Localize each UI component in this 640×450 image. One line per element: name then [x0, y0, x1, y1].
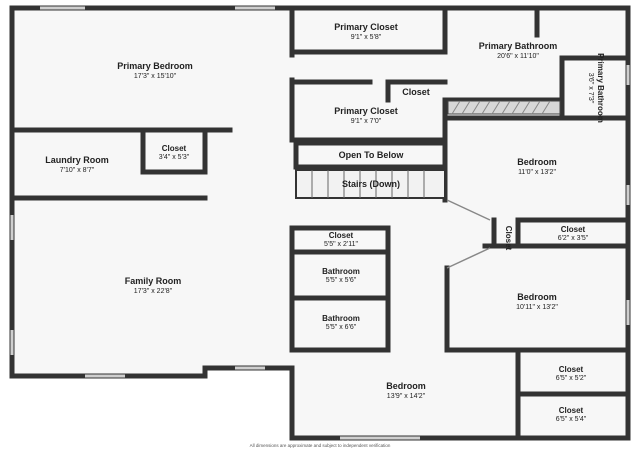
room-dims: 3'6" x 7'3"	[587, 73, 594, 104]
room-name: Bathroom	[322, 267, 360, 276]
room-name: Open To Below	[339, 150, 405, 160]
wall-angled-1	[446, 199, 491, 221]
room-dims: 6'5" x 5'4"	[556, 416, 587, 423]
room-name: Closet	[402, 87, 430, 97]
room-name: Closet	[162, 144, 187, 153]
room-dims: 9'1" x 7'0"	[351, 118, 382, 125]
room-name: Primary Bedroom	[117, 61, 193, 71]
room-name: Closet	[559, 365, 584, 374]
room-dims: 5'5" x 6'6"	[326, 324, 357, 331]
room-name: Primary Closet	[334, 22, 398, 32]
room-dims: 13'9" x 14'2"	[387, 393, 426, 400]
room-dims: 7'10" x 8'7"	[60, 167, 95, 174]
room-name: Family Room	[125, 276, 182, 286]
room-dims: 5'5" x 2'11"	[324, 241, 358, 248]
windows	[10, 6, 630, 440]
room-name: Primary Closet	[334, 106, 398, 116]
room-dims: 9'1" x 5'8"	[351, 34, 382, 41]
exterior-wall	[9, 5, 631, 441]
room-name: Closet	[559, 406, 584, 415]
room-dims: 11'0" x 13'2"	[518, 169, 556, 176]
room-dims: 20'6" x 11'10"	[497, 53, 539, 60]
room-name: Primary Bathroom	[596, 53, 605, 123]
room-name: Laundry Room	[45, 155, 109, 165]
stairs-treads	[295, 169, 446, 199]
room-dims: 6'5" x 5'2"	[556, 375, 587, 382]
room-name: Closet	[329, 231, 354, 240]
walls	[9, 5, 631, 441]
room-dims: 6'2" x 3'5"	[558, 235, 589, 242]
room-dims: 17'3" x 22'8"	[134, 288, 173, 295]
room-dims: 5'5" x 5'6"	[326, 277, 357, 284]
room-name: Stairs (Down)	[342, 179, 400, 189]
room-name: Bathroom	[322, 314, 360, 323]
room-dims: 3'4" x 5'3"	[159, 154, 190, 161]
tile-hatch	[447, 100, 561, 115]
room-dims: 10'11" x 13'2"	[516, 304, 558, 311]
room-dims: 17'3" x 15'10"	[134, 73, 177, 80]
disclaimer: All dimensions are approximate and subje…	[250, 443, 391, 448]
room-name: Primary Bathroom	[479, 41, 558, 51]
room-name: Bedroom	[517, 157, 557, 167]
tile-hatch-lines	[451, 100, 551, 115]
room-name: Bedroom	[386, 381, 426, 391]
room-name: Bedroom	[517, 292, 557, 302]
wall-angled-2	[446, 247, 491, 269]
room-name: Closet	[504, 226, 513, 251]
room-labels: Primary Bedroom 17'3" x 15'10" Primary C…	[45, 22, 605, 423]
room-name: Closet	[561, 225, 586, 234]
